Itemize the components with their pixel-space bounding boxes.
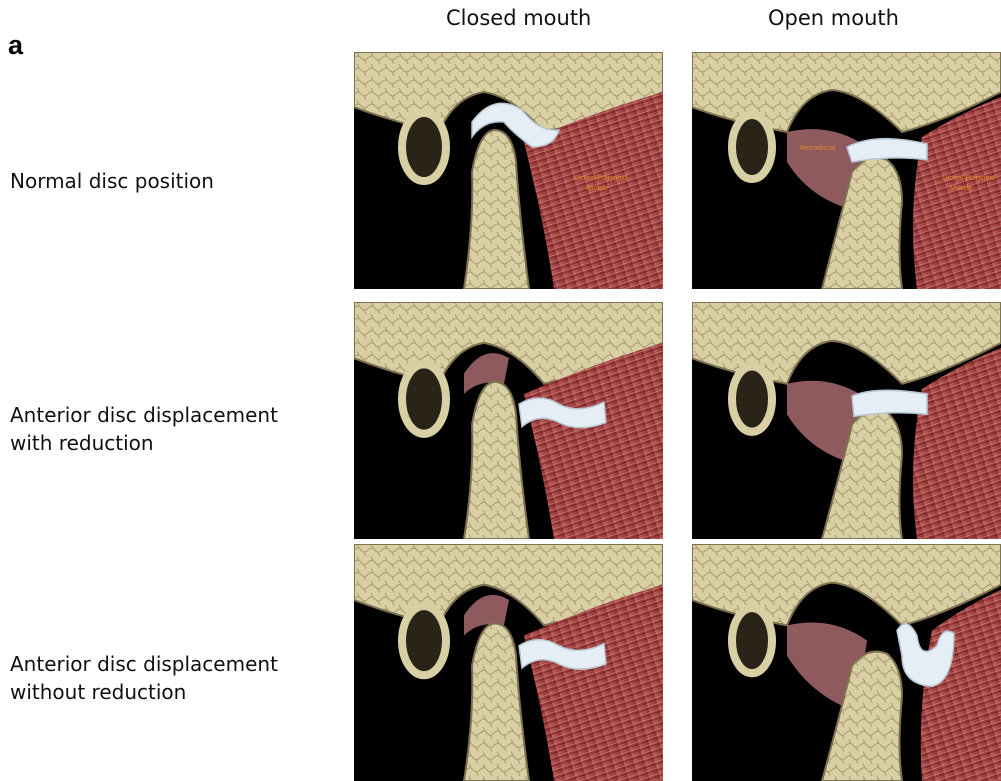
- row-label-normal: Normal disc position: [10, 167, 214, 195]
- ear-canal: [732, 115, 772, 179]
- illustration-adwor-open: [692, 544, 1001, 781]
- ear-canal: [732, 366, 772, 431]
- illustration-adwr-open: [692, 302, 1001, 539]
- row-label-line: Normal disc position: [10, 167, 214, 195]
- row-label-line: Anterior disc displacement: [10, 401, 278, 429]
- illustration-normal-open: Retrodiscal Lateral Pterygoid Muscle: [692, 52, 1001, 289]
- panel-label: a: [8, 30, 23, 61]
- muscle-label: Lateral Pterygoid: [942, 175, 995, 182]
- row-label-line: without reduction: [10, 678, 278, 706]
- ear-canal: [732, 608, 772, 673]
- column-header-open-mouth: Open mouth: [768, 6, 899, 30]
- row-label-line: with reduction: [10, 429, 278, 457]
- column-header-closed-mouth: Closed mouth: [446, 6, 591, 30]
- row-label-adwor: Anterior disc displacement without reduc…: [10, 650, 278, 706]
- mandible-condyle: [464, 130, 529, 289]
- illustration-adwr-closed: [354, 302, 663, 539]
- muscle-label: Muscle: [950, 185, 972, 192]
- row-label-line: Anterior disc displacement: [10, 650, 278, 678]
- ear-canal: [402, 606, 446, 675]
- muscle-label: Muscle: [586, 185, 608, 192]
- articular-disc: [897, 624, 954, 686]
- lateral-pterygoid-muscle: [913, 97, 1001, 289]
- articular-disc: [852, 390, 927, 416]
- row-label-adwr: Anterior disc displacement with reductio…: [10, 401, 278, 457]
- muscle-label: Lateral Pterygoid: [574, 175, 627, 182]
- ear-canal: [402, 364, 446, 433]
- retrodiscal-label: Retrodiscal: [800, 145, 835, 152]
- articular-disc: [847, 139, 927, 162]
- ear-canal: [402, 113, 446, 181]
- illustration-normal-closed: Lateral Pterygoid Muscle: [354, 52, 663, 289]
- illustration-adwor-closed: [354, 544, 663, 781]
